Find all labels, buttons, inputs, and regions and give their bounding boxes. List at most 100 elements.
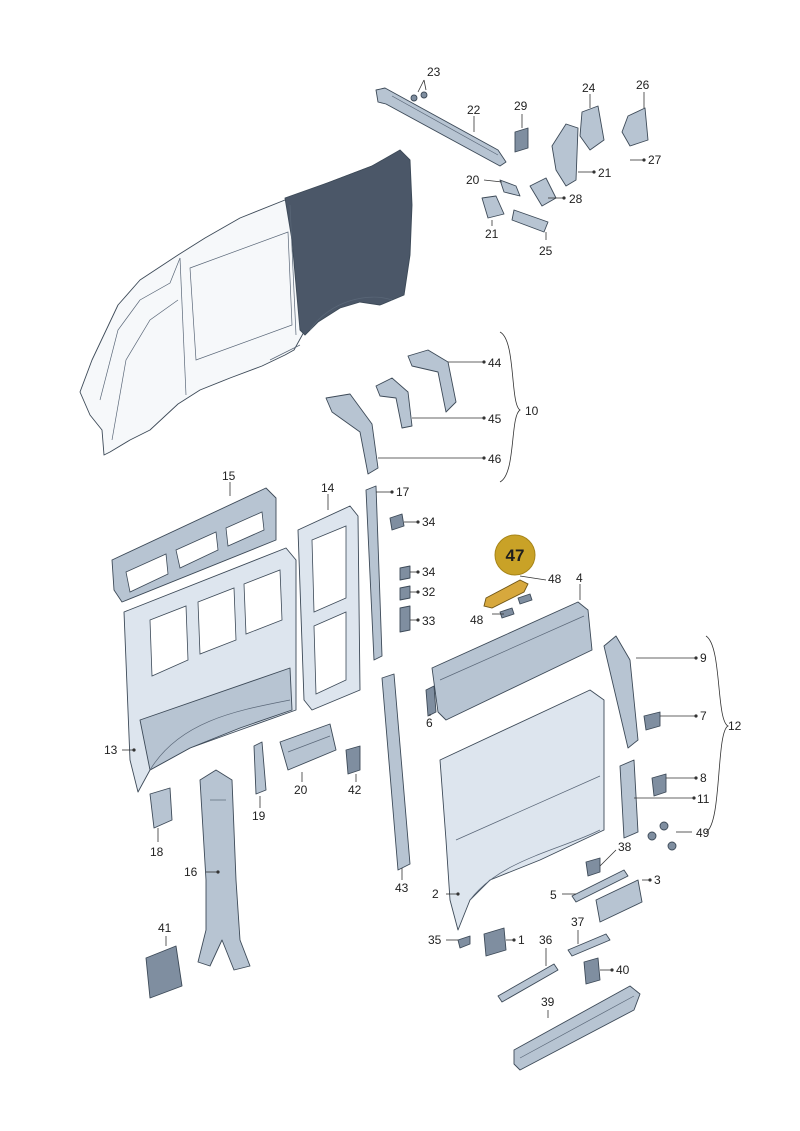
bracket-7 bbox=[643, 711, 661, 731]
reinforcement-20 bbox=[279, 723, 337, 771]
sill-39 bbox=[513, 985, 641, 1071]
roof-rail-24 bbox=[375, 87, 507, 167]
callout-33: 33 bbox=[422, 614, 436, 628]
callout-28: 26 bbox=[636, 78, 650, 92]
highlight-badge-text: 47 bbox=[506, 546, 525, 565]
callout-9: 9 bbox=[700, 651, 707, 665]
van-body-outline bbox=[79, 149, 413, 456]
callout-5: 5 bbox=[550, 888, 557, 902]
bolts-49 bbox=[647, 821, 677, 851]
callout-29: 27 bbox=[648, 153, 662, 167]
callout-15: 15 bbox=[222, 469, 236, 483]
highlight-badge-47: 47 bbox=[494, 534, 536, 576]
part-30-bracket bbox=[529, 177, 557, 207]
callout-10: 10 bbox=[525, 404, 539, 418]
callout-34-upper: 34 bbox=[422, 515, 436, 529]
bracket-42 bbox=[345, 745, 361, 775]
inner-panel-13 bbox=[123, 547, 297, 793]
pillar-9 bbox=[603, 635, 639, 749]
bracket-3 bbox=[595, 879, 643, 923]
part-38 bbox=[585, 857, 601, 877]
bracket-34-lower bbox=[399, 565, 411, 581]
arch-part-45 bbox=[375, 377, 413, 429]
callout-16: 16 bbox=[184, 865, 198, 879]
arch-part-44 bbox=[407, 349, 457, 413]
callout-49: 49 bbox=[696, 826, 710, 840]
callout-42: 42 bbox=[348, 783, 362, 797]
inner-frame-15 bbox=[111, 487, 277, 603]
bracket-34-upper bbox=[389, 513, 405, 531]
callout-8: 8 bbox=[700, 771, 707, 785]
part-25-clips bbox=[410, 91, 428, 102]
strip-37 bbox=[567, 933, 611, 957]
bracket-40 bbox=[583, 957, 601, 985]
callout-44: 44 bbox=[488, 356, 502, 370]
part-23-bracket bbox=[481, 195, 505, 219]
callout-13: 13 bbox=[104, 743, 118, 757]
pillar-17 bbox=[365, 485, 383, 661]
callout-45: 45 bbox=[488, 412, 502, 426]
callout-35: 35 bbox=[428, 933, 442, 947]
part-31-bracket bbox=[514, 127, 529, 153]
strip-36 bbox=[497, 963, 559, 1003]
pillar-43 bbox=[381, 673, 411, 871]
bracket-33 bbox=[399, 605, 411, 633]
callout-31: 29 bbox=[514, 99, 528, 113]
callout-37: 37 bbox=[571, 915, 585, 929]
callout-labels: 23 22 29 24 26 27 21 28 20 21 25 44 45 4… bbox=[104, 65, 742, 1009]
callout-1: 1 bbox=[518, 933, 525, 947]
callout-32: 32 bbox=[422, 585, 436, 599]
outer-panel-4 bbox=[431, 601, 593, 721]
callout-21: 21 bbox=[598, 166, 612, 180]
callout-26: 24 bbox=[582, 81, 596, 95]
callout-20: 20 bbox=[294, 783, 308, 797]
outer-panel-2 bbox=[439, 689, 605, 931]
callout-27: 25 bbox=[539, 244, 553, 258]
callout-36: 36 bbox=[539, 933, 553, 947]
part-22-strip bbox=[499, 179, 521, 197]
part-28-bracket bbox=[621, 107, 649, 147]
callout-38: 38 bbox=[618, 840, 632, 854]
bracket-1 bbox=[483, 927, 507, 957]
bracket-8 bbox=[651, 773, 667, 797]
part-26-bracket bbox=[579, 105, 605, 151]
callout-19: 19 bbox=[252, 809, 266, 823]
callout-2: 2 bbox=[432, 887, 439, 901]
callout-48-left: 48 bbox=[470, 613, 484, 627]
callout-39: 39 bbox=[541, 995, 555, 1009]
clip-35 bbox=[457, 935, 471, 949]
leader-lines bbox=[122, 79, 729, 1018]
callout-14: 14 bbox=[321, 481, 335, 495]
callout-34-lower: 34 bbox=[422, 565, 436, 579]
callout-4: 4 bbox=[576, 571, 583, 585]
bracket-41 bbox=[145, 945, 183, 999]
callout-22: 20 bbox=[466, 173, 480, 187]
door-frame-14 bbox=[297, 505, 361, 711]
callout-41: 41 bbox=[158, 921, 172, 935]
callout-25: 23 bbox=[427, 65, 441, 79]
part-27-bracket bbox=[511, 209, 549, 233]
callout-12: 12 bbox=[728, 719, 742, 733]
callout-24: 22 bbox=[467, 103, 481, 117]
callout-23: 21 bbox=[485, 227, 499, 241]
callout-48-right: 48 bbox=[548, 572, 562, 586]
pillar-11 bbox=[619, 759, 639, 839]
callout-7: 7 bbox=[700, 709, 707, 723]
bracket-19 bbox=[253, 741, 267, 795]
callout-17: 17 bbox=[396, 485, 410, 499]
pillar-16 bbox=[197, 769, 251, 971]
highlighted-part-47 bbox=[483, 579, 529, 609]
strip-5 bbox=[571, 869, 629, 903]
callout-3: 3 bbox=[654, 873, 661, 887]
callout-18: 18 bbox=[150, 845, 164, 859]
callout-46: 46 bbox=[488, 452, 502, 466]
callout-43: 43 bbox=[395, 881, 409, 895]
arch-part-46 bbox=[325, 393, 379, 475]
bracket-18 bbox=[149, 787, 173, 829]
part-21-pillar bbox=[551, 123, 579, 187]
callout-40: 40 bbox=[616, 963, 630, 977]
part-48-bolts bbox=[499, 593, 533, 619]
callout-11: 11 bbox=[697, 792, 710, 806]
